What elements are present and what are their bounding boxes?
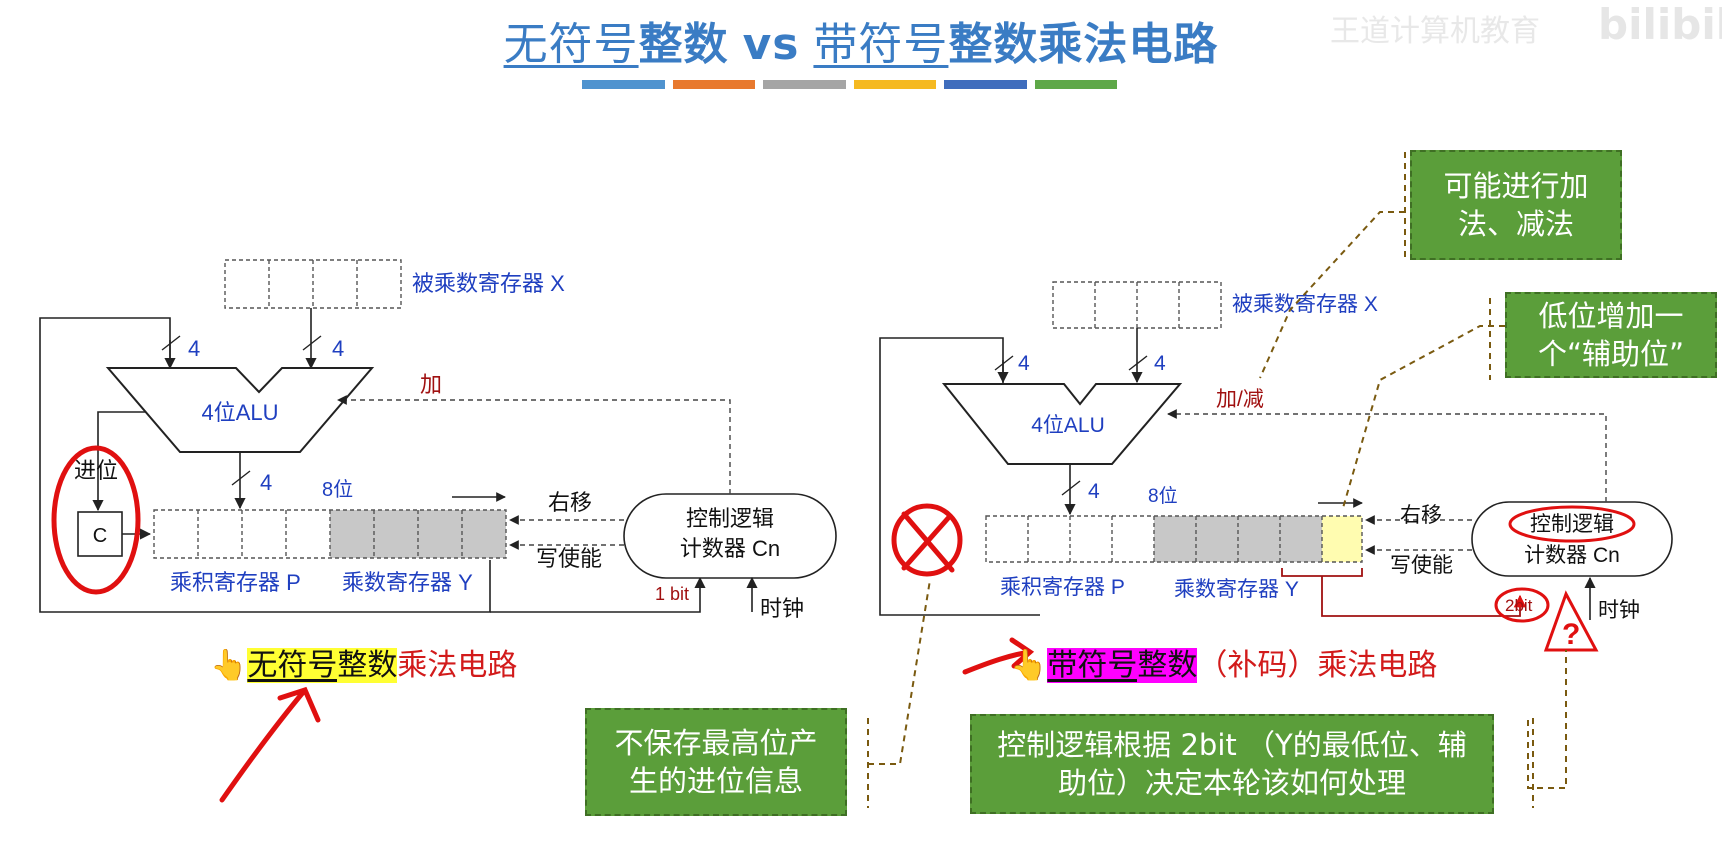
right-bus-a-width: 4 <box>1018 352 1030 375</box>
right-question-triangle <box>1543 590 1599 652</box>
left-bit-wire <box>490 576 706 613</box>
right-no-carry-crossed-icon <box>891 503 963 577</box>
left-carry-register <box>77 511 123 557</box>
left-clock-label: 时钟 <box>760 596 804 621</box>
right-auxiliary-bit <box>1322 516 1362 562</box>
left-bus-b-width: 4 <box>332 336 344 361</box>
right-caption: 👆带符号整数（补码）乘法电路 <box>1010 640 1437 684</box>
pointing-hand-icon-right: 👆 <box>1010 648 1048 683</box>
right-write-label: 写使能 <box>1390 554 1453 577</box>
right-addsub-label: 加/减 <box>1216 388 1264 411</box>
title-vs: vs <box>742 19 800 70</box>
right-2bit-wire <box>1321 576 1527 617</box>
right-reg-p-label: 乘积寄存器 P <box>1000 576 1125 599</box>
title-rest: 整数乘法电路 <box>948 19 1219 70</box>
right-reg-x-label: 被乘数寄存器 X <box>1232 293 1378 316</box>
right-ctrl-circle <box>1508 505 1636 543</box>
left-carry-label: 进位 <box>74 458 118 483</box>
right-question-mark: ? <box>1562 618 1580 651</box>
left-bus-a-width: 4 <box>188 336 200 361</box>
right-control-logic <box>1471 501 1673 577</box>
right-feedback-wire <box>879 337 1040 616</box>
right-ctrl-line1: 控制逻辑 <box>1530 513 1614 536</box>
watermark-text: 王道计算机教育 <box>1330 14 1540 49</box>
left-product-multiplier-register <box>153 509 507 559</box>
left-ctrl-line1: 控制逻辑 <box>686 506 774 531</box>
left-shift-label: 右移 <box>548 490 592 515</box>
color-bar-0 <box>582 80 665 89</box>
note-add-sub: 可能进行加法、减法 <box>1410 150 1622 260</box>
left-caption-hl1: 无符号 <box>247 648 338 683</box>
right-bus-b-width: 4 <box>1154 352 1166 375</box>
title-unsigned: 无符号 <box>503 19 639 70</box>
right-caption-rest: （补码）乘法电路 <box>1197 648 1438 683</box>
left-ctrl-line2: 计数器 Cn <box>680 536 780 561</box>
left-reg-p-label: 乘积寄存器 P <box>170 570 301 595</box>
right-clock-label: 时钟 <box>1598 599 1640 622</box>
right-bus-out-width: 4 <box>1088 480 1100 503</box>
right-red-arrow <box>962 637 1035 675</box>
left-carry-circle <box>51 445 141 595</box>
right-product-multiplier-register <box>985 515 1363 563</box>
bilibili-logo: bilibili <box>1598 0 1722 49</box>
color-bar-2 <box>763 80 846 89</box>
color-bar-strip <box>582 80 1117 89</box>
right-reg-y-label: 乘数寄存器 Y <box>1174 578 1299 601</box>
slide-title: 无符号整数 vs 带符号整数乘法电路 <box>0 8 1722 72</box>
left-register-x <box>224 259 402 309</box>
note-control-logic: 控制逻辑根据 2bit （Y的最低位、辅助位）决定本轮该如何处理 <box>970 714 1494 814</box>
left-caption: 👆无符号整数乘法电路 <box>210 640 517 684</box>
left-feedback-wire <box>39 317 491 613</box>
left-caption-hl2: 整数 <box>337 648 398 683</box>
signed-multiplier-circuit: 被乘数寄存器 X 4 4 4位ALU 4 8位 <box>867 152 1673 808</box>
left-alu <box>105 367 375 453</box>
right-bit-label: 2bit <box>1505 596 1533 615</box>
note-aux-bit: 低位增加一个“辅助位” <box>1505 292 1717 378</box>
left-alu-label: 4位ALU <box>201 400 278 425</box>
left-write-label: 写使能 <box>536 546 602 571</box>
pointing-hand-icon: 👆 <box>210 648 248 683</box>
right-caption-hl2: 整数 <box>1137 648 1198 683</box>
left-caption-rest: 乘法电路 <box>397 648 518 683</box>
left-bus-out-width: 4 <box>260 470 272 495</box>
left-add-label: 加 <box>420 372 442 397</box>
left-reg-x-label: 被乘数寄存器 X <box>412 271 565 296</box>
color-bar-4 <box>944 80 1027 89</box>
color-bar-5 <box>1034 80 1117 89</box>
right-shift-label: 右移 <box>1400 504 1442 527</box>
right-caption-hl1: 带符号 <box>1047 648 1138 683</box>
right-alu <box>941 383 1183 465</box>
title-integer: 整数 <box>638 19 729 70</box>
left-carry-box-label: C <box>93 525 107 547</box>
left-reg-y-label: 乘数寄存器 Y <box>342 570 473 595</box>
right-alu-label: 4位ALU <box>1031 414 1105 437</box>
left-red-arrow <box>219 686 321 803</box>
right-ctrl-line2: 计数器 Cn <box>1524 544 1620 567</box>
color-bar-1 <box>672 80 755 89</box>
right-width-label: 8位 <box>1148 485 1178 507</box>
unsigned-multiplier-circuit: 被乘数寄存器 X 4 4 4位ALU 4 进位 C <box>39 259 837 803</box>
right-register-x <box>1052 281 1222 329</box>
color-bar-3 <box>853 80 936 89</box>
note-no-carry: 不保存最高位产生的进位信息 <box>585 708 847 816</box>
left-bit-label: 1 bit <box>655 584 689 604</box>
title-signed: 带符号 <box>813 19 949 70</box>
left-width-label: 8位 <box>322 478 353 501</box>
